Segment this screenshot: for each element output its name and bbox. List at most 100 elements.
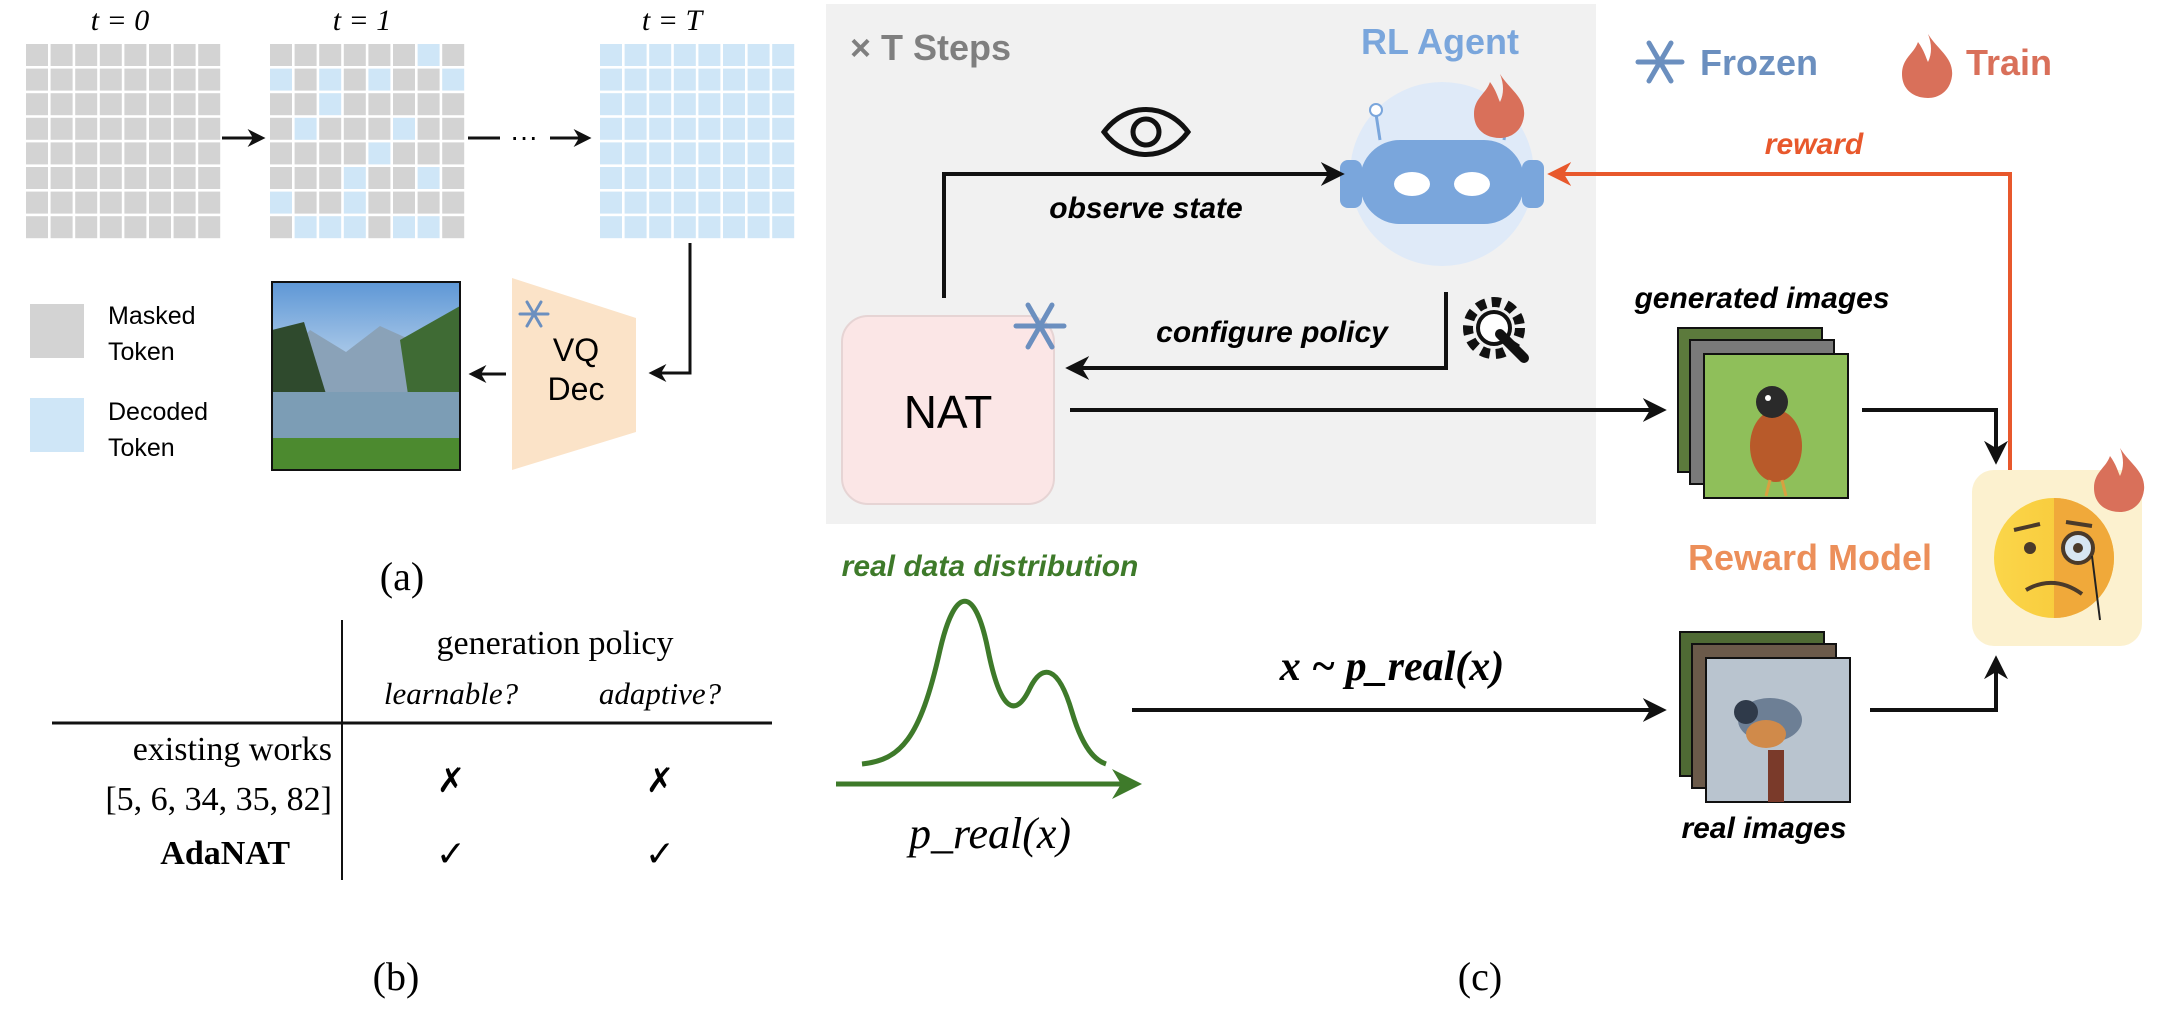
- table-col-learnable: learnable?: [384, 676, 519, 711]
- legend-train-label: Train: [1966, 42, 2052, 83]
- token-cell: [442, 68, 465, 91]
- token-cell: [649, 44, 672, 66]
- token-cell: [698, 44, 721, 66]
- configure-policy-label: configure policy: [1156, 316, 1389, 349]
- nat-label: NAT: [904, 386, 993, 438]
- token-cell: [772, 68, 795, 91]
- panel-c: × T Steps RL Agent Frozen: [826, 4, 2145, 999]
- token-cell: [198, 68, 221, 91]
- token-cell: [343, 93, 366, 116]
- token-cell: [368, 216, 391, 239]
- row-existing-line2: [5, 6, 34, 35, 82]: [105, 781, 332, 818]
- token-cell: [624, 216, 647, 239]
- reward-model-train-icon: [2094, 448, 2145, 512]
- token-cell: [50, 167, 73, 189]
- arrow-real-to-reward-model: [1870, 655, 2008, 712]
- token-cell: [50, 117, 73, 140]
- token-cell: [99, 68, 122, 91]
- token-cell: [198, 142, 221, 165]
- token-cell: [26, 44, 48, 66]
- row-existing-learnable: ✗: [437, 762, 466, 800]
- token-cell: [294, 44, 317, 66]
- token-cell: [75, 191, 98, 214]
- token-cell: [600, 93, 622, 116]
- vq-decoder: [512, 278, 636, 470]
- token-cell: [75, 117, 98, 140]
- token-cell: [75, 167, 98, 189]
- arrow-generated-to-reward-model: [1862, 408, 2008, 465]
- token-cell: [26, 216, 48, 239]
- token-cell: [393, 167, 415, 189]
- token-cell: [600, 117, 622, 140]
- token-cell: [723, 44, 745, 66]
- token-cell: [124, 216, 147, 239]
- token-cell: [319, 117, 342, 140]
- token-cell: [75, 142, 98, 165]
- token-cell: [149, 191, 171, 214]
- token-cell: [294, 216, 317, 239]
- token-cell: [149, 44, 171, 66]
- token-cell: [624, 117, 647, 140]
- real-distribution-curve: [861, 599, 1107, 767]
- token-cell: [368, 117, 391, 140]
- token-cell: [173, 167, 196, 189]
- token-cell: [698, 142, 721, 165]
- token-cell: [723, 117, 745, 140]
- token-cell: [294, 191, 317, 214]
- token-cell: [124, 117, 147, 140]
- real-distribution-formula: p_real(x): [906, 809, 1071, 858]
- token-cell: [50, 44, 73, 66]
- decoder-label-line2: Dec: [548, 371, 605, 407]
- token-cell: [368, 167, 391, 189]
- token-grid-t1: [270, 44, 465, 239]
- token-cell: [198, 44, 221, 66]
- token-cell: [343, 44, 366, 66]
- token-cell: [368, 191, 391, 214]
- nat-frozen-icon: [1013, 302, 1067, 350]
- token-cell: [772, 117, 795, 140]
- token-cell: [319, 68, 342, 91]
- token-cell: [747, 167, 770, 189]
- token-cell: [442, 142, 465, 165]
- token-cell: [417, 191, 440, 214]
- token-cell: [50, 191, 73, 214]
- token-cell: [149, 68, 171, 91]
- token-cell: [26, 167, 48, 189]
- token-cell: [124, 167, 147, 189]
- token-cell: [442, 44, 465, 66]
- token-cell: [99, 167, 122, 189]
- token-cell: [319, 216, 342, 239]
- token-cell: [198, 216, 221, 239]
- token-cell: [393, 142, 415, 165]
- legend-frozen-icon: [1635, 40, 1685, 84]
- token-cell: [772, 167, 795, 189]
- token-cell: [173, 68, 196, 91]
- decoder-label-line1: VQ: [553, 332, 599, 368]
- token-cell: [26, 93, 48, 116]
- token-cell: [772, 142, 795, 165]
- real-images-stack: [1679, 631, 1851, 803]
- token-cell: [649, 142, 672, 165]
- token-cell: [99, 117, 122, 140]
- token-cell: [442, 93, 465, 116]
- token-cell: [198, 117, 221, 140]
- eye-icon: [1100, 107, 1192, 157]
- token-cell: [99, 93, 122, 116]
- token-cell: [747, 93, 770, 116]
- row-existing-line1: existing works: [133, 731, 332, 768]
- token-cell: [198, 167, 221, 189]
- token-cell: [600, 68, 622, 91]
- snowflake-icon: [518, 300, 550, 328]
- token-cell: [624, 44, 647, 66]
- token-cell: [319, 44, 342, 66]
- grid-label-t0: t = 0: [91, 4, 150, 37]
- token-cell: [173, 191, 196, 214]
- token-cell: [173, 93, 196, 116]
- token-cell: [343, 68, 366, 91]
- token-cell: [270, 142, 292, 165]
- token-cell: [393, 216, 415, 239]
- token-cell: [149, 93, 171, 116]
- token-cell: [26, 68, 48, 91]
- token-cell: [417, 117, 440, 140]
- token-cell: [270, 44, 292, 66]
